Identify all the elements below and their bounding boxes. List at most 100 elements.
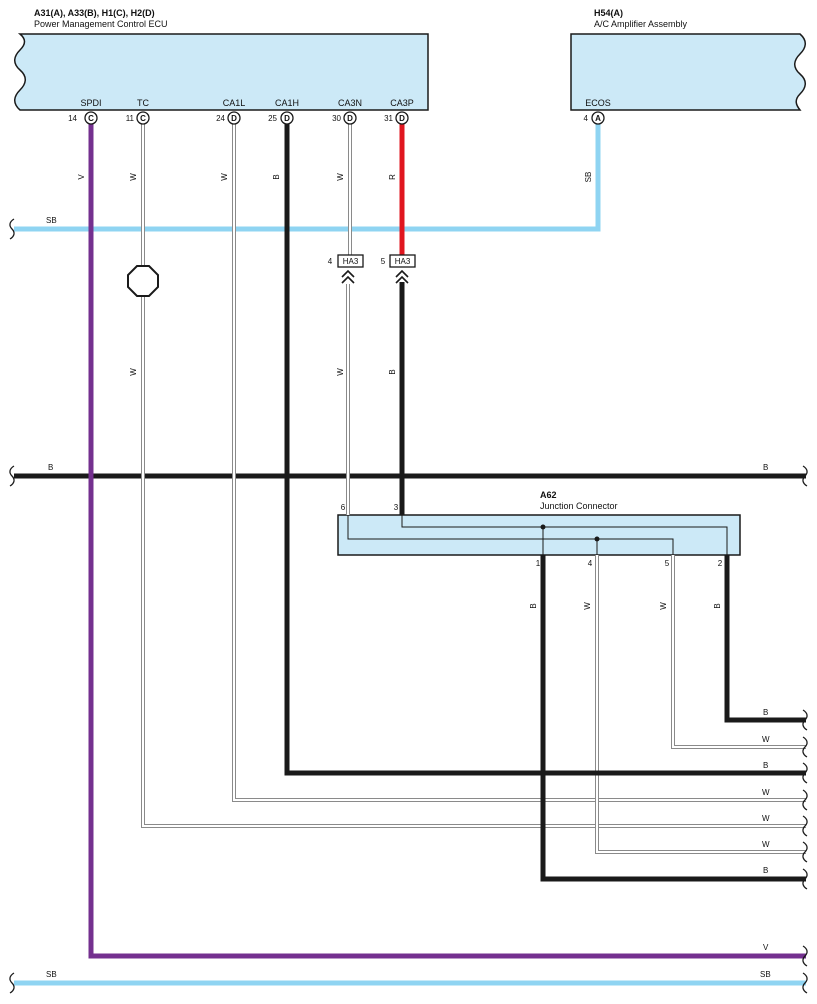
pin-circle-ca3p [395,111,409,125]
label-r4: W [762,788,770,797]
label-ca3n-upper: W [336,173,345,181]
label-ca1l: W [220,173,229,181]
cont-right-r2 [802,736,808,758]
ha3-connector-4 [337,254,364,268]
ecu-box [14,33,429,111]
cont-right-b [802,465,808,487]
continuation-marks [9,218,808,994]
pin-name-ca3n: CA3N [338,98,362,108]
ecu-title: A31(A), A33(B), H1(C), H2(D) [34,8,155,18]
pin-circle-tc [136,111,150,125]
label-r5: W [762,814,770,823]
pin-name-ca1h: CA1H [275,98,299,108]
pin-circle-ca1l [227,111,241,125]
ha3-arrow-5 [395,269,409,284]
label-sb-top: SB [46,216,57,225]
spdi-wire [88,124,806,959]
label-spdi: V [77,174,86,180]
ha3-label-5: HA3 [395,257,411,266]
cont-right-r6 [802,841,808,863]
pin-name-ecos: ECOS [585,98,611,108]
junction-internal-w [347,515,674,555]
junction-pin-1: 1 [536,559,541,568]
label-r7: B [763,866,768,875]
label-r3: B [763,761,768,770]
cont-right-r3 [802,762,808,784]
j2-wire [724,555,806,723]
cont-right-sb-bottom [802,972,808,994]
junction-box [337,514,741,556]
pin-conn-ca3p: D [399,114,405,123]
ha3-pin-5: 5 [381,257,386,266]
j4-wire [595,555,806,854]
label-r8: V [763,943,769,952]
pin-num-spdi: 14 [68,114,77,123]
pin-conn-ca1h: D [284,114,290,123]
cont-right-r5 [802,815,808,837]
junction-pin-6: 6 [341,503,346,512]
label-sb-bottom-left: SB [46,970,57,979]
ca1h-wire [284,124,806,776]
label-j5: W [659,602,668,610]
pin-name-ca1l: CA1L [223,98,246,108]
j1-wire [540,555,806,882]
label-r2: W [762,735,770,744]
cont-right-r1 [802,709,808,731]
junction-node-w [594,536,600,542]
cont-right-r8 [802,945,808,967]
pin-name-tc: TC [137,98,149,108]
label-ca3n-lower: W [336,368,345,376]
junction-subtitle: Junction Connector [540,501,618,511]
pin-conn-tc: C [140,114,146,123]
ca1l-wire [232,124,806,802]
pin-num-ca1l: 24 [216,114,225,123]
sb-top-wire [14,122,601,232]
label-b-bus-left: B [48,463,53,472]
splice-octagon [127,265,159,297]
cont-left-sb-bottom [9,972,15,994]
label-j4: W [583,602,592,610]
junction-title: A62 [540,490,557,500]
label-ca3p-upper: R [388,174,397,180]
label-b-bus-right: B [763,463,768,472]
junction-pin-4: 4 [588,559,593,568]
pin-conn-ca3n: D [347,114,353,123]
label-tc-lower: W [129,368,138,376]
junction-pin-2: 2 [718,559,723,568]
cont-right-r7 [802,868,808,890]
ha3-pin-4: 4 [328,257,333,266]
label-sb-bottom-right: SB [760,970,771,979]
pin-name-spdi: SPDI [80,98,101,108]
label-ca1h: B [272,174,281,179]
cont-right-r4 [802,789,808,811]
pin-conn-ecos: A [595,114,601,123]
cont-left-sb-top [9,218,15,240]
label-r1: B [763,708,768,717]
pin-circle-ecos [591,111,605,125]
amp-box [570,33,806,111]
ecu-pins: SPDI TC CA1L CA1H CA3N CA3P C C D D D D … [68,98,414,125]
label-j1: B [529,603,538,608]
ha3-arrow-4 [341,269,355,284]
pin-circle-ca1h [280,111,294,125]
vertical-wire-labels: V W W B W R SB W W B B W W B [77,172,722,610]
pin-num-tc: 11 [126,114,135,123]
junction-internal-b [401,515,728,555]
amp-subtitle: A/C Amplifier Assembly [594,19,688,29]
pin-num-ca3n: 30 [332,114,341,123]
pin-conn-spdi: C [88,114,94,123]
pin-num-ca1h: 25 [268,114,277,123]
ha3-connector-5 [389,254,416,268]
pin-circle-ca3n [343,111,357,125]
ha3-label-4: HA3 [343,257,359,266]
label-ca3p-lower: B [388,369,397,374]
cont-left-b [9,465,15,487]
pin-num-ca3p: 31 [384,114,393,123]
label-j2: B [713,603,722,608]
pin-conn-ca1l: D [231,114,237,123]
junction-node-b [540,524,546,530]
ecu-subtitle: Power Management Control ECU [34,19,168,29]
junction-pin-5: 5 [665,559,670,568]
pin-circle-spdi [84,111,98,125]
